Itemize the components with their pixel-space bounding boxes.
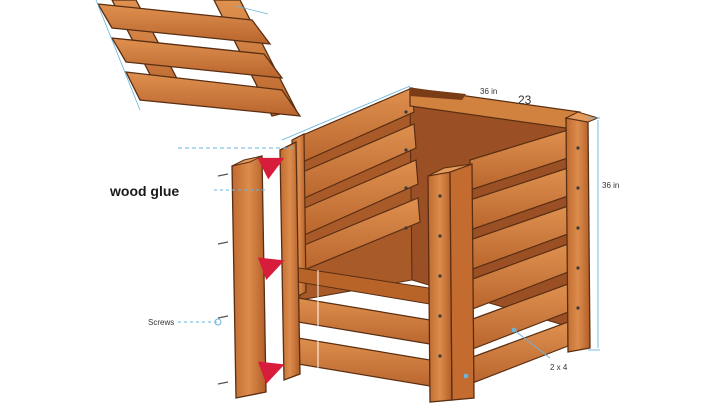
- width-dimension-label: 36 in: [480, 87, 497, 96]
- glue-arrow: [257, 257, 285, 280]
- lid-panel: [95, 0, 302, 117]
- lid-mark-label: 23: [518, 93, 532, 107]
- lid-dimension-line: [95, 0, 141, 111]
- lid-slat: [96, 3, 272, 45]
- screw: [217, 173, 229, 177]
- dimension-lines: [178, 85, 600, 376]
- height-dimension-label: 36 in: [602, 181, 619, 190]
- front-lower-slats: [285, 265, 443, 389]
- front-right-post: [427, 171, 453, 403]
- post-callout-dot: [463, 373, 469, 379]
- wood-glue-label: wood glue: [109, 183, 179, 199]
- glue-arrow: [257, 157, 285, 180]
- loose-side-board: [231, 155, 267, 399]
- screws-label: Screws: [148, 318, 174, 327]
- lid-dimension-line: [235, 5, 269, 15]
- front-left-corner-post: [279, 140, 301, 381]
- right-wall: [469, 129, 569, 385]
- lumber-leader-line: [513, 329, 551, 359]
- screw: [217, 241, 229, 245]
- glue-arrows: [257, 157, 285, 384]
- lumber-callout-dot: [511, 327, 517, 333]
- screw: [217, 381, 229, 385]
- top-rail-notch: [410, 88, 466, 100]
- right-corner-post: [565, 117, 591, 353]
- width-dimension-line: [281, 85, 411, 141]
- wall-slat: [285, 335, 443, 389]
- screw-holes: [404, 110, 580, 358]
- screw-callout-circle: [214, 318, 222, 326]
- compost-bin: [279, 87, 600, 403]
- lumber-size-label: 2 x 4: [550, 363, 568, 372]
- screw: [217, 315, 229, 319]
- screws: [217, 173, 229, 385]
- post-top: [427, 163, 473, 177]
- lid-slat: [124, 71, 302, 117]
- lid-slat: [110, 37, 284, 79]
- glue-arrow: [257, 361, 285, 384]
- wall-slat: [285, 295, 443, 347]
- front-right-post-side: [449, 163, 475, 401]
